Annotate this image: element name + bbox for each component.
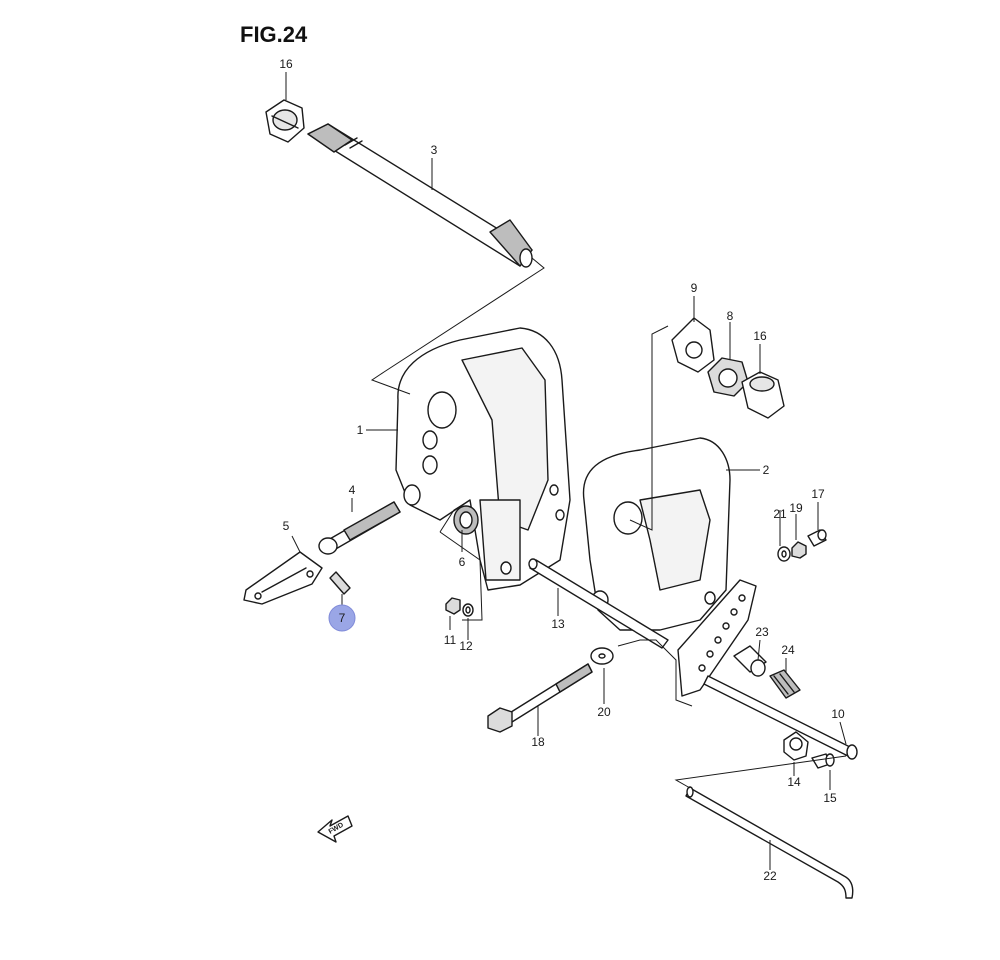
callout-16-top[interactable]: 16 [279,57,293,71]
callout-21[interactable]: 21 [773,507,787,521]
tilt-adjust-plate [677,579,757,697]
callout-2[interactable]: 2 [763,463,770,477]
callout-8[interactable]: 8 [727,309,734,323]
callout-7[interactable]: 7 [339,611,346,625]
highlight-circle-part-7[interactable] [328,604,356,632]
part-24-spring [769,669,801,699]
part-16-cap-right [741,371,785,419]
part-17-sleeve [807,529,827,547]
part-3-steering-shaft [307,123,533,268]
callout-15[interactable]: 15 [823,791,837,805]
callout-1[interactable]: 1 [357,423,364,437]
part-4-threaded-rod [318,501,401,555]
callout-18[interactable]: 18 [531,735,545,749]
figure-title: FIG.24 [240,22,308,47]
part-15-bolt [811,753,835,769]
callout-14[interactable]: 14 [787,775,801,789]
part-19-nut [791,541,807,559]
leader-lines [285,72,847,870]
part-13-tilt-shaft [528,558,669,649]
part-22-tilt-rod [685,786,854,899]
part-2-swivel-bracket [582,437,731,631]
callout-20[interactable]: 20 [597,705,611,719]
callout-16-right[interactable]: 16 [753,329,767,343]
callout-9[interactable]: 9 [691,281,698,295]
callout-17[interactable]: 17 [811,487,825,501]
part-10-bolt [703,675,858,760]
callout-13[interactable]: 13 [551,617,565,631]
part-18-long-bolt [487,663,593,733]
part-8-nut [707,357,749,397]
callout-11[interactable]: 11 [444,633,457,647]
part-23-bushing [733,645,767,677]
part-12-washer [462,603,474,617]
callout-22[interactable]: 22 [763,869,777,883]
callout-19[interactable]: 19 [789,501,803,515]
part-14-collar [783,731,809,761]
callout-3[interactable]: 3 [431,143,438,157]
part-5-clamp-plate [243,551,323,605]
part-16-cap-top [265,99,305,143]
callout-4[interactable]: 4 [349,483,356,497]
callout-23[interactable]: 23 [755,625,769,639]
part-11-nut [445,597,461,615]
fwd-arrow-icon [317,815,353,843]
callout-6[interactable]: 6 [459,555,466,569]
part-20-washer [590,647,614,665]
callout-12[interactable]: 12 [459,639,473,653]
callout-24[interactable]: 24 [781,643,795,657]
part-6-bushing [453,505,479,535]
part-9-lock-plate [671,317,715,373]
callout-5[interactable]: 5 [283,519,290,533]
part-21-washer [777,546,791,562]
part-7-pin [329,571,351,595]
part-1-clamp-bracket [395,327,571,591]
callout-10[interactable]: 10 [831,707,845,721]
